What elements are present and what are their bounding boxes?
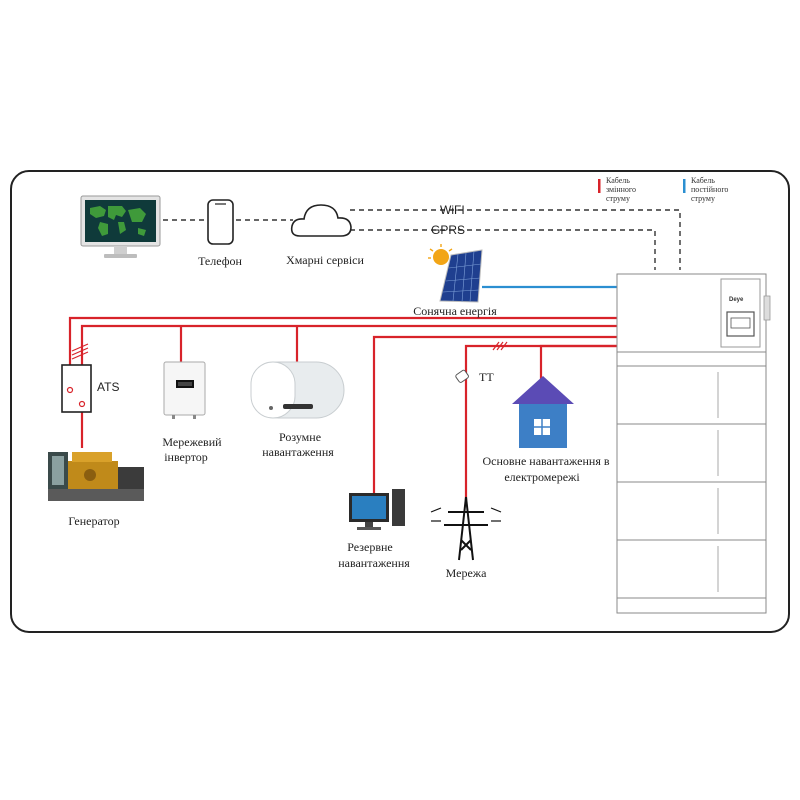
- brand-logo: Deye: [729, 297, 744, 303]
- phone-icon: [207, 199, 234, 245]
- monitor-icon: [80, 195, 161, 258]
- legend: Кабель змінного струму Кабель постійного…: [598, 176, 728, 203]
- ac-cable-main-load: [539, 344, 617, 388]
- ac-cable-backup-load: [372, 335, 617, 497]
- water-heater-icon: [250, 361, 345, 419]
- backup-load-label-2: навантаження: [338, 556, 410, 570]
- ac-cable-ats-1: [68, 316, 617, 365]
- grid-inverter-icon: [163, 361, 206, 419]
- solar-panel-icon: [428, 244, 483, 303]
- solar-label: Сонячна енергія: [413, 304, 497, 318]
- wifi-label: WiFI: [440, 203, 465, 217]
- main-load-label-1: Основне навантаження в: [482, 454, 609, 468]
- legend-dc-label-2: постійного: [691, 185, 728, 194]
- phone-label: Телефон: [198, 254, 242, 268]
- house-icon: [512, 376, 574, 448]
- backup-load-label-1: Резервне: [347, 540, 392, 554]
- gprs-label: GPRS: [431, 223, 465, 237]
- legend-ac-label-3: струму: [606, 194, 630, 203]
- grid-inverter-label-2: інвертор: [164, 450, 208, 464]
- smart-load-label-1: Розумне: [279, 430, 321, 444]
- battery-stack: [616, 273, 771, 614]
- legend-ac-label-1: Кабель: [606, 176, 630, 185]
- grid-tower-icon: [430, 496, 502, 561]
- cloud-icon: [290, 204, 352, 237]
- comm-line-gprs: [350, 229, 656, 270]
- legend-dc-label-1: Кабель: [691, 176, 715, 185]
- ct-label: TT: [479, 370, 494, 384]
- phase-markers: [71, 341, 508, 360]
- legend-ac-label-2: змінного: [606, 185, 636, 194]
- ac-cables: [68, 316, 617, 500]
- backup-pc-icon: [349, 489, 405, 530]
- cloud-label: Хмарні сервіси: [286, 253, 364, 267]
- diagram-frame: [10, 170, 790, 633]
- grid-inverter-label-1: Мережевий: [162, 435, 222, 449]
- ac-cable-ats-2: [80, 324, 617, 365]
- grid-label: Мережа: [446, 566, 487, 580]
- generator-icon: [48, 452, 144, 501]
- ats-label: ATS: [97, 380, 119, 394]
- ct-icon: [455, 369, 469, 383]
- smart-load-label-2: навантаження: [262, 445, 334, 459]
- generator-label: Генератор: [68, 514, 119, 528]
- comm-lines: [163, 209, 681, 270]
- legend-ac-swatch: [598, 179, 601, 193]
- legend-dc-label-3: струму: [691, 194, 715, 203]
- legend-dc-swatch: [683, 179, 686, 193]
- main-load-label-2: електромережі: [504, 470, 580, 484]
- comm-line-wifi: [350, 209, 681, 270]
- ats-box: [61, 364, 92, 413]
